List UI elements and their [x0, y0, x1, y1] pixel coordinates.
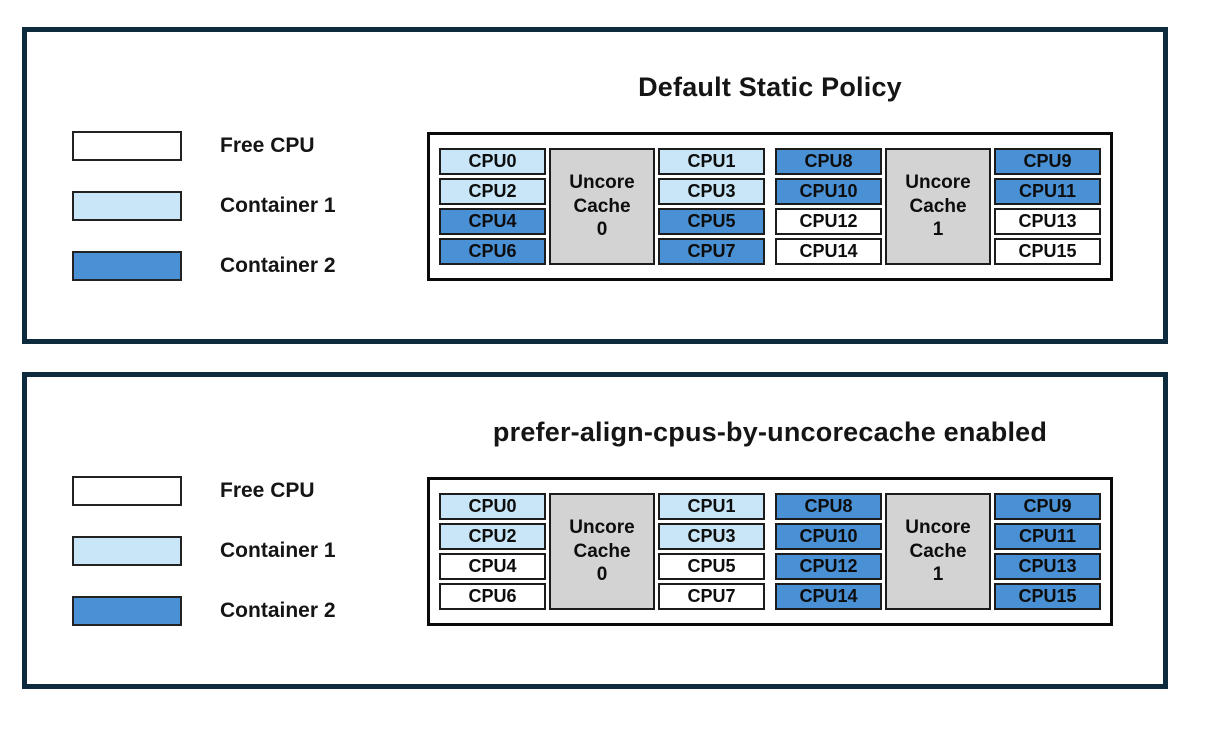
cache-label-line: 1: [932, 564, 944, 586]
cpu-cell-cpu6: CPU6: [439, 583, 546, 610]
cpu-column-right: CPU1 CPU3 CPU5 CPU7: [658, 493, 765, 610]
uncore-cache-0: Uncore Cache 0: [549, 148, 655, 265]
cpu-column-left: CPU8 CPU10 CPU12 CPU14: [775, 148, 882, 265]
cpu-column-right: CPU9 CPU11 CPU13 CPU15: [994, 148, 1101, 265]
cpu-cell-cpu15: CPU15: [994, 238, 1101, 265]
cache-label-line: Uncore: [569, 516, 635, 538]
cpu-cell-cpu10: CPU10: [775, 178, 882, 205]
cpu-cell-cpu11: CPU11: [994, 178, 1101, 205]
cpu-cell-cpu15: CPU15: [994, 583, 1101, 610]
cpu-cell-cpu8: CPU8: [775, 493, 882, 520]
uncore-cache-1: Uncore Cache 1: [885, 493, 991, 610]
legend-label: Free CPU: [220, 134, 315, 157]
legend-label: Container 1: [220, 539, 336, 562]
legend-item-container-2: Container 2: [72, 596, 336, 626]
cpu-cell-cpu9: CPU9: [994, 493, 1101, 520]
legend-item-free-cpu: Free CPU: [72, 476, 315, 506]
legend-item-container-1: Container 1: [72, 191, 336, 221]
cache-label-line: 1: [932, 219, 944, 241]
cpu-topology-diagram: CPU0 CPU2 CPU4 CPU6 Uncore Cache 0 CPU1 …: [427, 132, 1113, 281]
legend-item-container-2: Container 2: [72, 251, 336, 281]
cpu-cell-cpu1: CPU1: [658, 493, 765, 520]
cpu-column-left: CPU8 CPU10 CPU12 CPU14: [775, 493, 882, 610]
panel-title: prefer-align-cpus-by-uncorecache enabled: [492, 417, 1048, 447]
cpu-cell-cpu1: CPU1: [658, 148, 765, 175]
legend-item-free-cpu: Free CPU: [72, 131, 315, 161]
cpu-cell-cpu3: CPU3: [658, 178, 765, 205]
cache-label-line: Uncore: [905, 516, 971, 538]
cpu-cell-cpu10: CPU10: [775, 523, 882, 550]
cpu-cell-cpu5: CPU5: [658, 208, 765, 235]
cpu-cell-cpu0: CPU0: [439, 148, 546, 175]
uncore-cache-0: Uncore Cache 0: [549, 493, 655, 610]
legend-label: Container 2: [220, 599, 336, 622]
cpu-cell-cpu8: CPU8: [775, 148, 882, 175]
legend-swatch-container-2: [72, 251, 182, 281]
cache-label-line: Cache: [909, 540, 967, 562]
panel-prefer-align-uncorecache: prefer-align-cpus-by-uncorecache enabled…: [22, 372, 1168, 689]
cpu-cell-cpu2: CPU2: [439, 178, 546, 205]
legend-label: Container 2: [220, 254, 336, 277]
cpu-cell-cpu5: CPU5: [658, 553, 765, 580]
uncore-group-0: CPU0 CPU2 CPU4 CPU6 Uncore Cache 0 CPU1 …: [439, 493, 765, 610]
cpu-cell-cpu14: CPU14: [775, 238, 882, 265]
uncore-cache-1: Uncore Cache 1: [885, 148, 991, 265]
cpu-cell-cpu12: CPU12: [775, 208, 882, 235]
legend-label: Container 1: [220, 194, 336, 217]
cache-label-line: Cache: [573, 540, 631, 562]
cpu-cell-cpu13: CPU13: [994, 553, 1101, 580]
cpu-cell-cpu4: CPU4: [439, 208, 546, 235]
cpu-column-right: CPU1 CPU3 CPU5 CPU7: [658, 148, 765, 265]
uncore-group-1: CPU8 CPU10 CPU12 CPU14 Uncore Cache 1 CP…: [775, 493, 1101, 610]
panel-title: Default Static Policy: [638, 72, 902, 102]
cpu-cell-cpu0: CPU0: [439, 493, 546, 520]
legend-swatch-container-1: [72, 191, 182, 221]
cpu-cell-cpu3: CPU3: [658, 523, 765, 550]
panel-default-static-policy: Default Static Policy Free CPU Container…: [22, 27, 1168, 344]
cpu-cell-cpu7: CPU7: [658, 583, 765, 610]
cpu-cell-cpu12: CPU12: [775, 553, 882, 580]
cpu-cell-cpu2: CPU2: [439, 523, 546, 550]
cache-label-line: 0: [596, 219, 608, 241]
cache-label-line: Uncore: [569, 171, 635, 193]
cpu-cell-cpu9: CPU9: [994, 148, 1101, 175]
cpu-column-right: CPU9 CPU11 CPU13 CPU15: [994, 493, 1101, 610]
cpu-cell-cpu7: CPU7: [658, 238, 765, 265]
cpu-topology-diagram: CPU0 CPU2 CPU4 CPU6 Uncore Cache 0 CPU1 …: [427, 477, 1113, 626]
uncore-group-1: CPU8 CPU10 CPU12 CPU14 Uncore Cache 1 CP…: [775, 148, 1101, 265]
legend-swatch-free-cpu: [72, 476, 182, 506]
cpu-column-left: CPU0 CPU2 CPU4 CPU6: [439, 148, 546, 265]
cache-label-line: Cache: [573, 195, 631, 217]
cpu-cell-cpu13: CPU13: [994, 208, 1101, 235]
cache-label-line: 0: [596, 564, 608, 586]
cache-label-line: Uncore: [905, 171, 971, 193]
legend-swatch-container-2: [72, 596, 182, 626]
legend-swatch-free-cpu: [72, 131, 182, 161]
cpu-cell-cpu14: CPU14: [775, 583, 882, 610]
legend-label: Free CPU: [220, 479, 315, 502]
legend-swatch-container-1: [72, 536, 182, 566]
uncore-group-0: CPU0 CPU2 CPU4 CPU6 Uncore Cache 0 CPU1 …: [439, 148, 765, 265]
cache-label-line: Cache: [909, 195, 967, 217]
legend-item-container-1: Container 1: [72, 536, 336, 566]
cpu-column-left: CPU0 CPU2 CPU4 CPU6: [439, 493, 546, 610]
cpu-cell-cpu6: CPU6: [439, 238, 546, 265]
cpu-cell-cpu11: CPU11: [994, 523, 1101, 550]
cpu-cell-cpu4: CPU4: [439, 553, 546, 580]
